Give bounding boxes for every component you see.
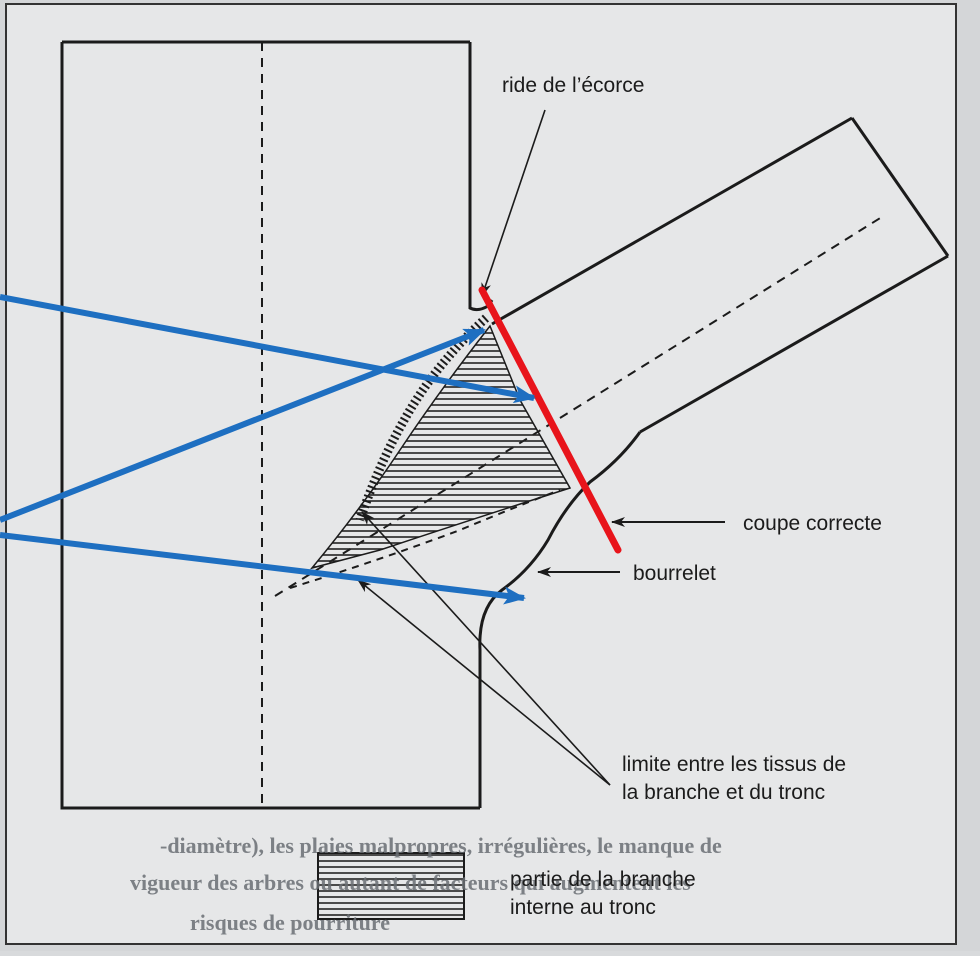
blue-arrow-2 bbox=[0, 327, 486, 523]
label-ride-ecorce: ride de l’écorce bbox=[502, 74, 645, 97]
trunk-outline bbox=[60, 42, 480, 810]
trunk-right-contour-lower bbox=[478, 431, 642, 808]
branch-upper-edge bbox=[491, 116, 853, 326]
branch-end bbox=[850, 117, 950, 257]
blue-arrow-1 bbox=[0, 294, 536, 404]
correct-cut-line bbox=[478, 286, 622, 554]
ride-pointer bbox=[481, 109, 546, 297]
collar-dashed bbox=[289, 489, 561, 589]
label-bourrelet: bourrelet bbox=[633, 562, 716, 585]
background-text-line1: -diamètre), les plaies malpropres, irrég… bbox=[160, 833, 722, 858]
label-coupe-correcte: coupe correcte bbox=[743, 512, 882, 535]
limite-pointer-2 bbox=[357, 579, 611, 786]
legend-label-line1: partie de la branche bbox=[510, 868, 696, 891]
label-limite-line2: la branche et du tronc bbox=[622, 781, 826, 804]
internal-branch-hatch bbox=[309, 324, 572, 570]
legend-label-line2: interne au tronc bbox=[510, 896, 656, 919]
background-text-line2: vigueur des arbres ou autant de facteurs… bbox=[130, 870, 691, 895]
legend-hatch-swatch bbox=[317, 852, 465, 920]
limite-pointer-1 bbox=[361, 511, 611, 786]
blue-arrow-3 bbox=[0, 532, 526, 605]
label-limite-line1: limite entre les tissus de bbox=[622, 753, 847, 776]
branch-lower-edge bbox=[639, 254, 949, 434]
background-text-line3: risques de pourriture bbox=[190, 910, 391, 935]
